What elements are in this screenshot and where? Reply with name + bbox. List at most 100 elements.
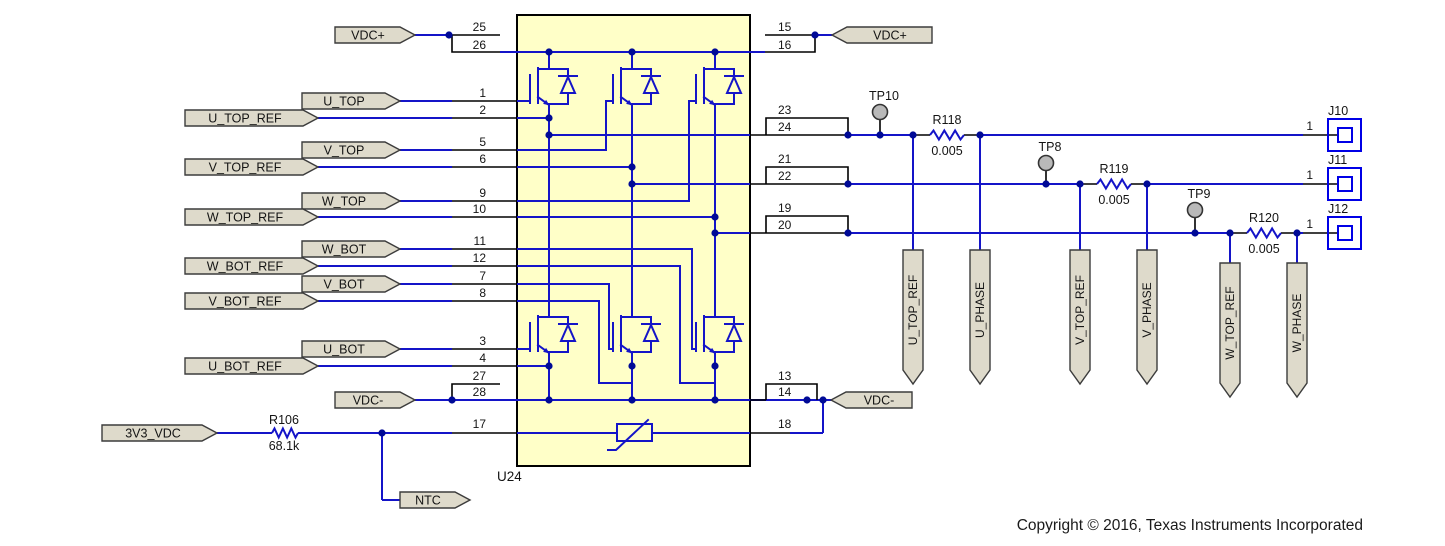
net-flag-label: V_TOP [324,144,365,158]
net-flag-v-bot-ref[interactable]: V_BOT_REF [184,292,320,310]
net-flag-w-top[interactable]: W_TOP [301,192,402,210]
net-flag-label: V_TOP_REF [209,161,282,175]
net-flag-label: U_TOP_REF [906,275,920,345]
net-flag-v-top-ref-vertical[interactable]: V_TOP_REF [1069,249,1091,386]
wire-net [217,34,1303,501]
resistor-r120[interactable]: R120 0.005 [1246,211,1282,256]
net-flag-vdc-minus-left[interactable]: VDC- [334,391,417,409]
copyright-notice: Copyright © 2016, Texas Instruments Inco… [1017,517,1363,534]
net-flag-v-bot[interactable]: V_BOT [301,275,402,293]
net-flag-label: U_PHASE [973,282,987,338]
test-point-tp9[interactable]: TP9 [1186,187,1211,219]
net-flag-w-top-ref-vertical[interactable]: W_TOP_REF [1219,262,1241,399]
pin-number-4: 4 [479,351,486,365]
resistor-refdes: R119 [1100,162,1129,176]
net-flag-u-bot-ref[interactable]: U_BOT_REF [184,357,320,375]
connector-refdes: J12 [1328,202,1348,216]
net-flag-label: U_BOT_REF [208,360,282,374]
pin-number-15: 15 [778,20,792,34]
net-flag-w-bot-ref[interactable]: W_BOT_REF [184,257,320,275]
test-point-tp10[interactable]: TP10 [869,89,899,121]
pin-number-7: 7 [479,269,486,283]
net-flag-vdc-plus-right[interactable]: VDC+ [830,26,933,44]
net-flag-ntc[interactable]: NTC [399,491,472,509]
resistor-value: 0.005 [931,144,962,158]
resistor-r118[interactable]: R118 0.005 [929,113,965,158]
net-flag-label: V_BOT_REF [209,295,282,309]
net-flag-label: V_BOT [324,278,365,292]
net-flag-label: W_TOP [322,195,366,209]
pin-number-9: 9 [479,186,486,200]
pin-number-10: 10 [473,202,487,216]
pin-numbers-right: 15 16 23 24 21 22 19 20 13 14 18 [778,20,792,431]
pin-number-23: 23 [778,103,792,117]
test-point-label: TP9 [1188,187,1211,201]
net-flag-v-phase-vertical[interactable]: V_PHASE [1136,249,1158,386]
net-flag-label: V_PHASE [1140,282,1154,337]
net-flag-u-top-ref[interactable]: U_TOP_REF [184,109,320,127]
net-flag-3v3-vdc[interactable]: 3V3_VDC [101,424,219,442]
pin-number-19: 19 [778,201,792,215]
connector-pin-number: 1 [1306,119,1313,133]
pin-number-3: 3 [479,334,486,348]
pin-number-26: 26 [473,38,487,52]
net-flag-w-top-ref[interactable]: W_TOP_REF [184,208,320,226]
component-refdes: U24 [497,469,522,484]
net-flag-w-phase-vertical[interactable]: W_PHASE [1286,262,1308,399]
connector-j12[interactable]: J12 1 [1306,202,1362,250]
connector-pin-number: 1 [1306,217,1313,231]
pin-number-1: 1 [479,86,486,100]
net-flag-v-top-ref[interactable]: V_TOP_REF [184,158,320,176]
pin-number-5: 5 [479,135,486,149]
pin-number-22: 22 [778,169,792,183]
test-point-tp8[interactable]: TP8 [1037,140,1062,172]
connector-refdes: J11 [1328,153,1347,167]
pin-number-14: 14 [778,385,792,399]
net-flag-label: W_TOP_REF [207,211,284,225]
thermistor-symbol[interactable] [607,418,653,451]
connector-j11[interactable]: J11 1 [1306,153,1362,201]
net-flag-u-top[interactable]: U_TOP [301,92,402,110]
pin-number-27: 27 [473,369,487,383]
connector-j10[interactable]: J10 1 [1306,104,1362,152]
net-flag-vdc-minus-right[interactable]: VDC- [829,391,913,409]
net-flag-label: VDC+ [873,29,907,43]
net-flag-u-bot[interactable]: U_BOT [301,340,402,358]
resistor-r106[interactable]: R106 68.1k [269,413,300,453]
net-flag-w-bot[interactable]: W_BOT [301,240,402,258]
net-flag-label: U_TOP [323,95,364,109]
net-flag-label: W_PHASE [1290,294,1304,353]
resistor-value: 0.005 [1098,193,1129,207]
pin-number-18: 18 [778,417,792,431]
net-flag-u-phase-vertical[interactable]: U_PHASE [969,249,991,386]
pin-stubs [451,34,1337,434]
pin-number-2: 2 [479,103,486,117]
net-flag-u-top-ref-vertical[interactable]: U_TOP_REF [902,249,924,386]
connector-pin-number: 1 [1306,168,1313,182]
net-flag-label: VDC- [864,394,895,408]
pin-number-13: 13 [778,369,792,383]
pin-numbers-left: 25 26 1 2 5 6 9 10 11 12 7 8 3 4 27 28 1… [473,20,487,431]
resistor-r119[interactable]: R119 0.005 [1096,162,1132,207]
net-flag-label: U_BOT [323,343,365,357]
igbt-module-body[interactable] [516,14,751,467]
net-flag-vdc-plus-left[interactable]: VDC+ [334,26,417,44]
net-flag-label: VDC+ [351,29,385,43]
net-flag-label: W_BOT [322,243,367,257]
pin-number-16: 16 [778,38,792,52]
resistor-value: 0.005 [1248,242,1279,256]
pin-number-8: 8 [479,286,486,300]
resistor-value: 68.1k [269,439,300,453]
pin-number-24: 24 [778,120,792,134]
net-flag-v-top[interactable]: V_TOP [301,141,402,159]
resistor-refdes: R120 [1249,211,1279,225]
resistor-refdes: R118 [933,113,962,127]
net-flag-label: 3V3_VDC [125,427,181,441]
pin-number-28: 28 [473,385,487,399]
resistor-refdes: R106 [269,413,299,427]
pin-number-11: 11 [474,234,487,248]
net-flag-label: U_TOP_REF [208,112,282,126]
net-flag-label: VDC- [353,394,384,408]
